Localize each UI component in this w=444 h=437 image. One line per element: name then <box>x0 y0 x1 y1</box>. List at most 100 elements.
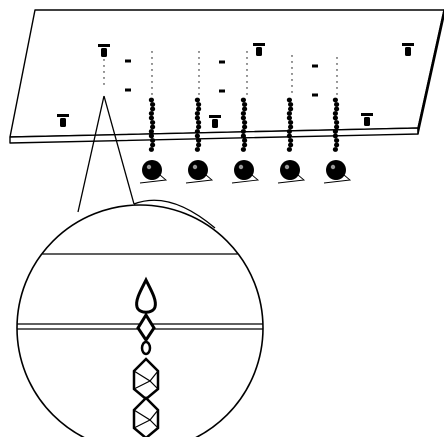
guide-dot <box>198 57 200 59</box>
guide-dot <box>336 81 338 83</box>
guide-dash <box>219 89 225 93</box>
chain-weight <box>234 160 254 180</box>
ceiling-panel <box>9 9 444 144</box>
guide-dot <box>198 51 200 53</box>
chain-bead <box>240 129 246 134</box>
magnifier-circle <box>16 204 264 437</box>
mounting-screw <box>402 43 414 56</box>
guide-dot <box>198 93 200 95</box>
guide-dot <box>246 63 248 65</box>
guide-dash <box>125 88 131 92</box>
screw-head <box>253 43 265 46</box>
chain-bead <box>196 138 202 143</box>
guide-dot <box>246 81 248 83</box>
leader-curve <box>133 199 216 229</box>
chain-bead <box>240 115 246 121</box>
guide-dot <box>103 77 105 79</box>
chain-bead <box>334 142 340 148</box>
chain-bead <box>242 124 248 130</box>
faceted-bead <box>132 396 160 437</box>
chain-bead <box>148 115 154 121</box>
chain-bead <box>150 124 156 130</box>
chain-bead <box>286 111 292 116</box>
chain-bead <box>334 106 340 112</box>
screw-head <box>98 44 110 47</box>
guide-dot <box>246 57 248 59</box>
guide-dot <box>291 91 293 93</box>
guide-dot <box>291 61 293 63</box>
guide-dash <box>312 93 318 97</box>
chain-bead <box>332 97 338 103</box>
chain-bead <box>150 106 156 112</box>
chain-bead <box>242 142 248 148</box>
guide-dot <box>103 71 105 73</box>
guide-dot <box>151 57 153 59</box>
chain-weight <box>326 160 346 180</box>
chain-bead <box>150 102 156 107</box>
guide-dot <box>151 51 153 53</box>
weight-highlight <box>192 164 198 170</box>
panel-side-edge <box>417 9 444 135</box>
weight-highlight <box>330 164 336 170</box>
chain-bead <box>148 147 154 152</box>
chain-bead <box>196 124 202 130</box>
guide-dot <box>291 55 293 57</box>
guide-dot <box>246 69 248 71</box>
guide-dot <box>336 57 338 59</box>
chain-weight <box>188 160 208 180</box>
screw-body <box>101 48 107 57</box>
guide-dot <box>103 59 105 61</box>
guide-dot <box>246 87 248 89</box>
chain-bead <box>194 111 200 116</box>
magnified-chain <box>132 276 160 437</box>
chain-bead <box>240 111 246 116</box>
hanging-chain <box>139 97 168 184</box>
screw-head <box>402 43 414 46</box>
chain-bead <box>196 102 202 107</box>
detail-magnifier <box>16 204 264 437</box>
hanging-chain <box>323 97 352 184</box>
chain-bead <box>332 133 338 139</box>
screw-body <box>256 47 262 56</box>
guide-dot <box>336 87 338 89</box>
weight-highlight <box>284 164 290 170</box>
guide-marks <box>103 51 338 97</box>
guide-dot <box>336 75 338 77</box>
guide-dash <box>219 60 225 64</box>
guide-dash <box>312 64 318 68</box>
guide-dot <box>198 63 200 65</box>
chain-bead <box>332 111 338 116</box>
mounting-screw <box>361 113 373 126</box>
guide-dot <box>291 67 293 69</box>
guide-dot <box>198 69 200 71</box>
chain-bead <box>334 124 340 130</box>
hanging-chain <box>185 97 214 184</box>
guide-dot <box>151 93 153 95</box>
bead-facets <box>133 370 159 390</box>
screw-body <box>364 117 370 126</box>
chain-bead <box>242 106 248 112</box>
leader-line-left <box>77 95 105 213</box>
chain-bead <box>332 147 338 152</box>
screw-body <box>212 119 218 128</box>
mounting-screw <box>209 115 221 128</box>
screw-body <box>60 118 66 127</box>
screw-body <box>405 47 411 56</box>
guide-dot <box>103 83 105 85</box>
chain-weight <box>280 160 300 180</box>
chain-bead <box>242 102 248 107</box>
mounting-screw <box>98 44 110 57</box>
detail-leader-lines <box>77 95 216 229</box>
weight-highlight <box>238 164 244 170</box>
chain-bead <box>288 142 294 148</box>
guide-dot <box>198 75 200 77</box>
weight-base <box>139 174 168 184</box>
guide-dot <box>151 69 153 71</box>
chain-bead <box>194 115 200 121</box>
chain-bead <box>148 129 154 134</box>
chain-bead <box>334 102 340 107</box>
chain-weight <box>142 160 162 180</box>
guide-dot <box>151 87 153 89</box>
guide-dot <box>198 87 200 89</box>
bead-facets <box>133 409 159 429</box>
